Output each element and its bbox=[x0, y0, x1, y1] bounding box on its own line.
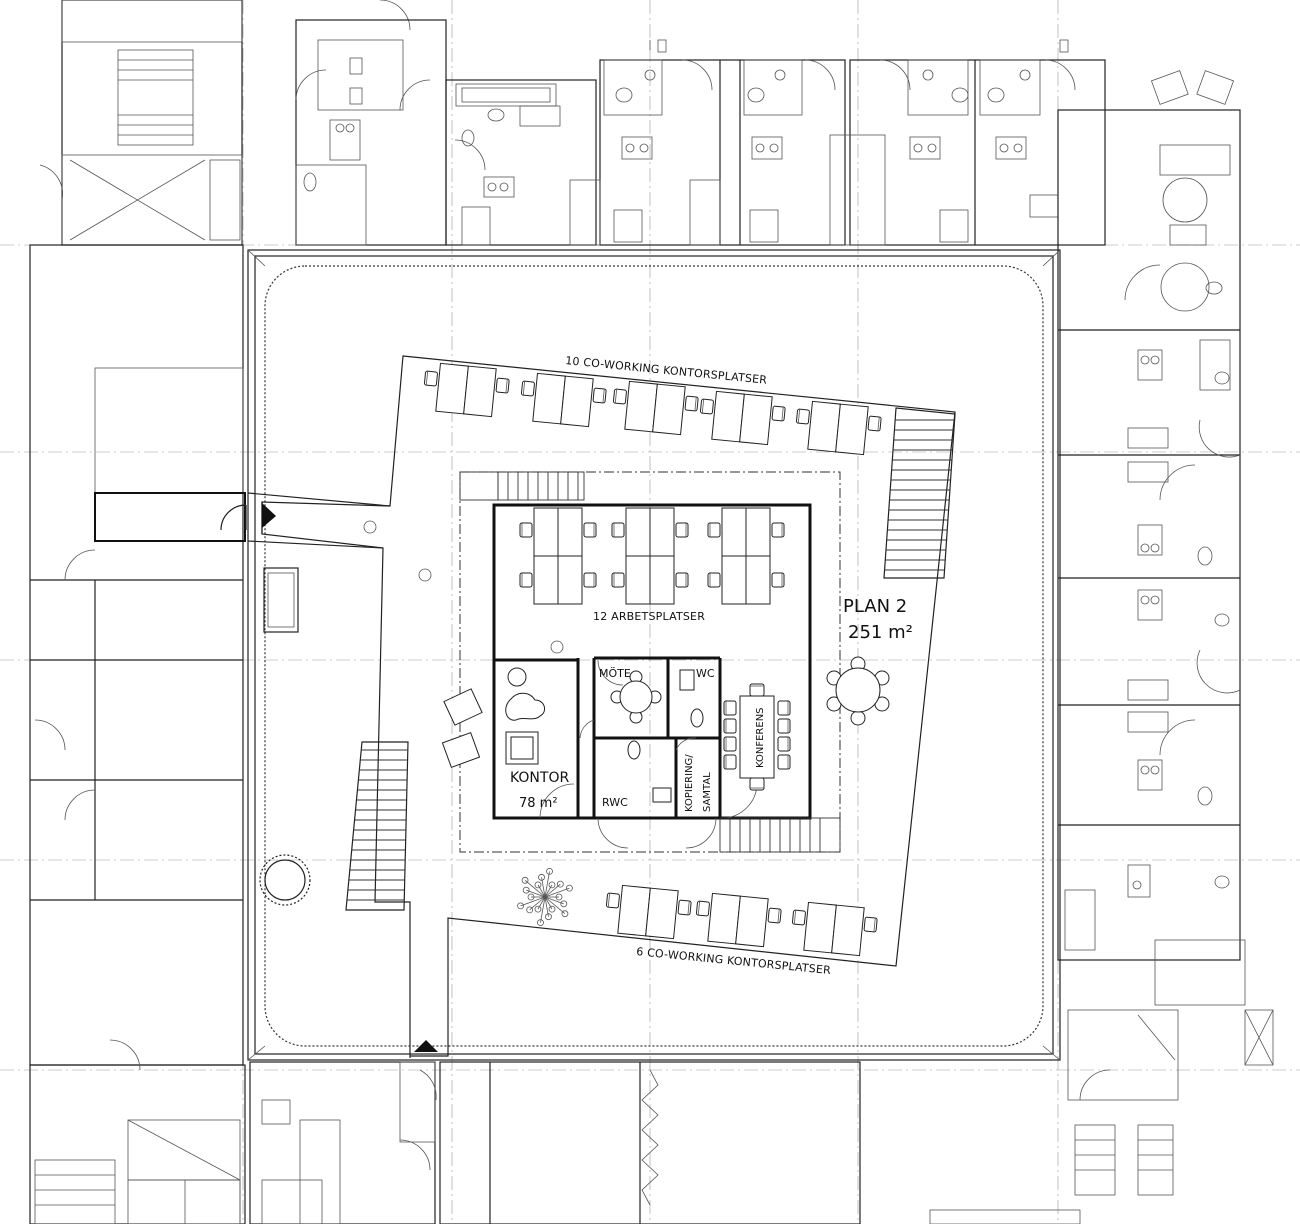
round-column bbox=[259, 854, 311, 906]
chair bbox=[611, 572, 625, 588]
entrance-arrow-icon bbox=[262, 503, 276, 528]
chair bbox=[771, 522, 785, 538]
chair bbox=[495, 377, 510, 394]
lounge bbox=[441, 667, 546, 768]
chair bbox=[771, 405, 786, 422]
chair bbox=[699, 398, 714, 415]
chair bbox=[612, 388, 627, 405]
chair bbox=[777, 718, 791, 734]
arbetsplatser-label: 12 ARBETSPLATSER bbox=[593, 610, 705, 623]
kontor-title: KONTOR bbox=[510, 770, 569, 786]
desk-cluster bbox=[699, 390, 786, 446]
chair bbox=[707, 522, 721, 538]
chair bbox=[777, 736, 791, 752]
round-table-right bbox=[835, 667, 881, 713]
chair bbox=[777, 754, 791, 770]
chair bbox=[675, 572, 689, 588]
chair bbox=[771, 572, 785, 588]
rwc-label: RWC bbox=[602, 796, 628, 809]
desk-cluster bbox=[612, 380, 699, 436]
chair bbox=[520, 380, 535, 397]
stair-treads bbox=[347, 419, 954, 901]
chair bbox=[592, 387, 607, 404]
desk-cluster bbox=[795, 400, 882, 456]
chair bbox=[605, 892, 620, 909]
inner-core bbox=[459, 471, 841, 853]
kontor-area: 78 m² bbox=[519, 796, 558, 811]
chair bbox=[777, 700, 791, 716]
konferens-label: KONFERENS bbox=[755, 707, 766, 768]
chair bbox=[519, 522, 533, 538]
meeting-table bbox=[619, 680, 653, 714]
entry-bridge bbox=[220, 492, 438, 1052]
chair bbox=[767, 907, 782, 924]
chair bbox=[723, 736, 737, 752]
chair bbox=[675, 522, 689, 538]
chair bbox=[583, 572, 597, 588]
inner-stair-left bbox=[459, 471, 499, 501]
kopiering-label: KOPIERING/ bbox=[684, 754, 695, 812]
surrounding-building-bottom bbox=[249, 1061, 1081, 1224]
desk-cluster bbox=[695, 892, 782, 948]
wc-label: WC bbox=[696, 667, 715, 680]
desk-cluster bbox=[605, 884, 692, 940]
chair bbox=[723, 718, 737, 734]
plant-icon bbox=[517, 867, 573, 927]
shaft bbox=[263, 567, 299, 633]
wheelchair-icon bbox=[363, 520, 564, 654]
chair bbox=[791, 909, 806, 926]
workstation-cluster bbox=[519, 507, 597, 605]
chair bbox=[749, 777, 765, 791]
surrounding-building-right bbox=[1057, 70, 1274, 1196]
chair bbox=[695, 900, 710, 917]
chair bbox=[423, 370, 438, 387]
inner-stair-top bbox=[497, 471, 585, 501]
chair bbox=[795, 408, 810, 425]
desk-cluster bbox=[520, 372, 607, 428]
chair bbox=[707, 572, 721, 588]
desk-cluster bbox=[423, 362, 510, 418]
north-coworking-label: 10 CO-WORKING KONTORSPLATSER bbox=[565, 354, 768, 387]
chair bbox=[723, 754, 737, 770]
chair bbox=[749, 683, 765, 697]
surrounding-building-top bbox=[39, 0, 1106, 246]
samtal-label: SAMTAL bbox=[702, 772, 713, 812]
chair bbox=[519, 572, 533, 588]
entrance-arrow-bottom-icon bbox=[414, 1040, 438, 1052]
chair bbox=[867, 415, 882, 432]
chair bbox=[611, 522, 625, 538]
wc-fixtures bbox=[627, 669, 704, 803]
right-stair bbox=[883, 407, 956, 579]
chair bbox=[863, 916, 878, 933]
floor-title: PLAN 2 bbox=[843, 596, 907, 617]
south-coworking-label: 6 CO-WORKING KONTORSPLATSER bbox=[636, 945, 832, 977]
chair bbox=[850, 710, 866, 726]
conference-table bbox=[739, 695, 775, 779]
workstation-cluster bbox=[611, 507, 689, 605]
chair bbox=[723, 700, 737, 716]
furniture bbox=[423, 362, 890, 957]
atrium-enclosure bbox=[247, 249, 1061, 1061]
left-stair bbox=[345, 741, 409, 911]
workstation-cluster bbox=[707, 507, 785, 605]
chair bbox=[583, 522, 597, 538]
desk-cluster bbox=[791, 901, 878, 957]
chair bbox=[677, 899, 692, 916]
floor-area: 251 m² bbox=[848, 622, 913, 643]
surrounding-building-left bbox=[29, 244, 246, 1224]
mote-label: MÖTE bbox=[599, 667, 631, 680]
chair bbox=[684, 395, 699, 412]
